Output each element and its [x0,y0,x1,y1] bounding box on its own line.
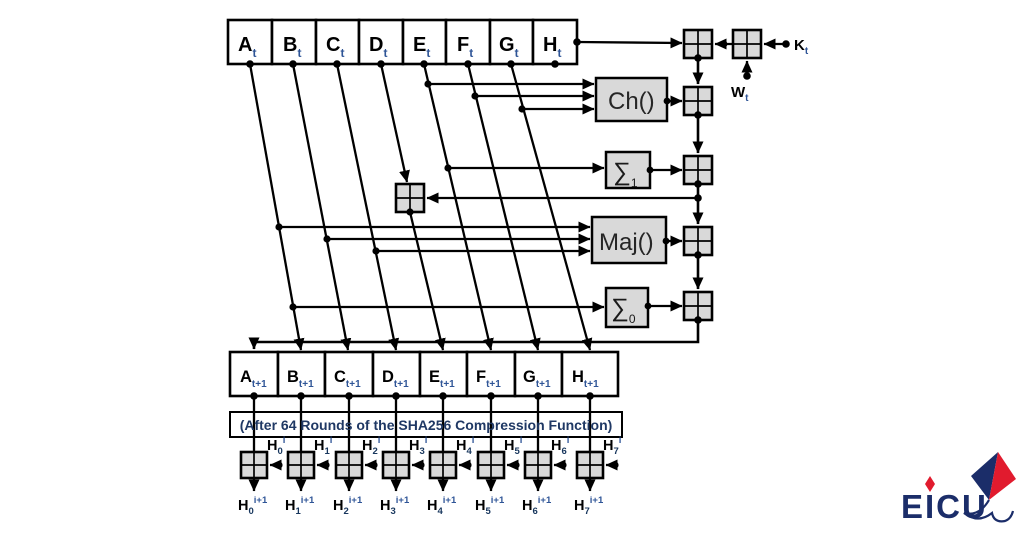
register-h-label: Ht [543,34,561,60]
h0-out-label: H0i+1 [238,495,268,517]
h7-out-label: H7i+1 [574,495,604,517]
sigma1-function-box [604,150,652,190]
eicu-logo-text: EICU [901,488,988,525]
junction-dots [246,38,790,469]
h1-in-label: H1i [314,435,332,457]
register-c1-label: Ct+1 [334,368,361,390]
maj-label: Maj() [599,229,654,256]
adder-sigma1 [682,154,714,186]
register-f1-label: Ft+1 [476,368,501,390]
register-h1-box [560,350,620,398]
h3-out-label: H3i+1 [380,495,410,517]
kite-icon [963,452,1016,523]
adder-h4-out [428,450,458,480]
adder-h3-out [381,450,411,480]
h6-out-label: H6i+1 [522,495,552,517]
register-a1-label: At+1 [240,368,267,390]
adder-h7-out [575,450,605,480]
h5-out-label: H5i+1 [475,495,505,517]
banner-label: (After 64 Rounds of the SHA256 Compressi… [240,417,613,433]
h5-in-label: H5i [504,435,522,457]
adder-ch [682,85,714,117]
adder-sigma0 [682,290,714,322]
h2-in-label: H2i [362,435,380,457]
register-b1-box [276,350,327,398]
banner-box [229,411,623,438]
register-d-label: Dt [369,34,387,60]
h1-out-label: H1i+1 [285,495,315,517]
adder-h1-out [286,450,316,480]
adder-h2-out [334,450,364,480]
adder-h0-out [239,450,269,480]
h6-in-label: H6i [551,435,569,457]
register-f-label: Ft [457,34,473,60]
sigma0-function-box [604,286,650,329]
register-b1-label: Bt+1 [287,368,314,390]
ch-label: Ch() [608,88,655,115]
sigma1-label: ∑1 [613,158,638,190]
h0-in-label: H0i [267,435,285,457]
register-g1-label: Gt+1 [523,368,551,390]
register-d1-label: Dt+1 [382,368,409,390]
register-h-box [531,18,579,66]
diamond-icon [925,476,935,492]
eicu-logo: EICU [901,452,1016,525]
h4-in-label: H4i [456,435,474,457]
h2-out-label: H2i+1 [333,495,363,517]
sigma0-label: ∑0 [611,294,636,326]
register-g-label: Gt [499,34,519,60]
working-registers-row [226,18,579,66]
register-h1-label: Ht+1 [572,368,599,390]
kt-label: Kt [794,37,809,57]
adder-maj [682,225,714,257]
wt-label: Wt [731,84,749,104]
h7-in-label: H7i [603,435,621,457]
register-e1-label: Et+1 [429,368,455,390]
register-e-label: Et [413,34,430,60]
adder-d-t1 [394,182,426,214]
h4-out-label: H4i+1 [427,495,457,517]
adder-h6-out [523,450,553,480]
register-a-label: At [238,34,256,60]
register-c-label: Ct [326,34,344,60]
adder-h5-out [476,450,506,480]
maj-function-box [590,215,668,265]
adder-ht [682,28,714,60]
h3-in-label: H3i [409,435,427,457]
adder-kt-wt [731,28,763,60]
register-b-label: Bt [283,34,301,60]
